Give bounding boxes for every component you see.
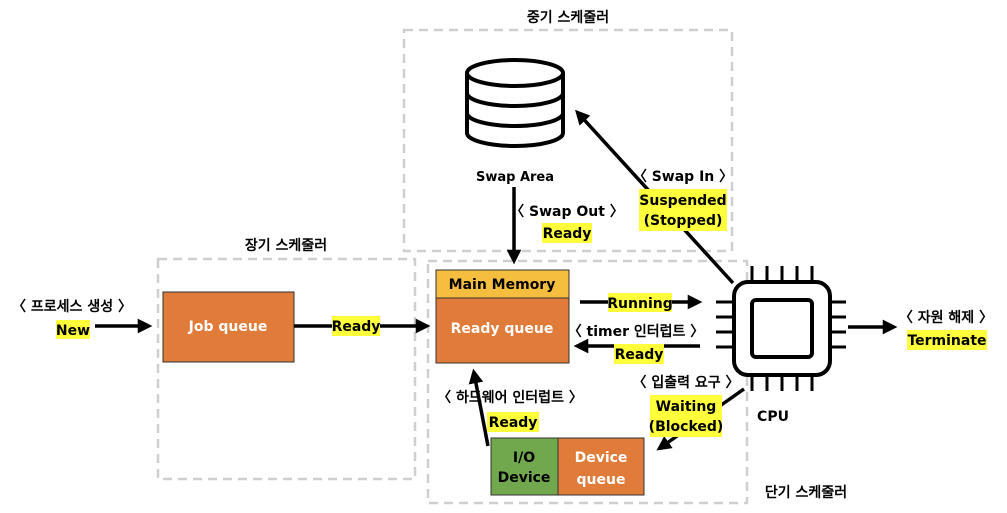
mid-term-scheduler-label: 중기 스케줄러 (527, 10, 609, 26)
swap-in-state-label-line1: Suspended (639, 193, 726, 209)
cpu-chip-icon (716, 266, 846, 391)
swap-in-state-label-line2: (Stopped) (644, 213, 723, 229)
database-icon (465, 58, 565, 148)
new-state-label: New (56, 323, 90, 339)
swap-area-label: Swap Area (476, 170, 554, 185)
swap-in-state-highlight (639, 189, 727, 231)
io-state-label-line2: (Blocked) (649, 419, 724, 435)
terminate-state-highlight (907, 330, 987, 350)
io-state-highlight (650, 395, 722, 437)
io-device-label-line2: Device (498, 470, 551, 486)
io-request-label: 〈 입출력 요구 〉 (632, 374, 739, 391)
process-create-label: 〈 프로세스 생성 〉 (12, 299, 132, 315)
main-memory-label: Main Memory (449, 277, 556, 293)
terminate-state-label: Terminate (907, 333, 986, 349)
admit-state-highlight (332, 316, 380, 336)
hw-state-label: Ready (489, 415, 538, 431)
io-device-label-line1: I/O (513, 450, 535, 466)
long-term-scheduler-label: 장기 스케줄러 (245, 237, 327, 254)
device-queue-label-line2: queue (577, 472, 626, 488)
cpu-label: CPU (757, 409, 789, 425)
dispatch-state-highlight (608, 293, 672, 312)
short-term-scheduler-region (426, 259, 749, 505)
admit-state-label: Ready (332, 319, 381, 335)
swap-out-state-label: Ready (543, 226, 592, 242)
io-state-label-line1: Waiting (656, 399, 717, 415)
swap-out-state-highlight (542, 223, 592, 243)
device-queue-label-line1: Device (575, 450, 628, 466)
arrow-hw-interrupt (468, 368, 490, 447)
job-queue-box (162, 291, 295, 363)
swap-out-label: 〈 Swap Out 〉 (510, 204, 624, 220)
hw-interrupt-label: 〈 하드웨어 인터럽트 〉 (437, 389, 583, 406)
new-state-highlight (56, 320, 90, 339)
io-device-box (490, 437, 559, 496)
release-label: 〈 자원 해제 〉 (899, 310, 993, 326)
short-term-scheduler-label: 단기 스케줄러 (765, 484, 847, 501)
timer-interrupt-label: 〈 timer 인터럽트 〉 (568, 323, 705, 340)
device-queue-box (557, 437, 645, 496)
job-queue-label: Job queue (188, 319, 268, 335)
ready-queue-box (435, 297, 570, 364)
long-term-scheduler-region (156, 257, 417, 481)
timer-state-highlight (614, 344, 664, 364)
timer-state-label: Ready (615, 347, 664, 363)
ready-queue-label: Ready queue (451, 321, 554, 337)
dispatch-state-label: Running (607, 296, 672, 312)
mid-term-scheduler-region (402, 28, 734, 253)
hw-state-highlight (487, 412, 539, 432)
swap-in-label: 〈 Swap In 〉 (633, 169, 733, 185)
